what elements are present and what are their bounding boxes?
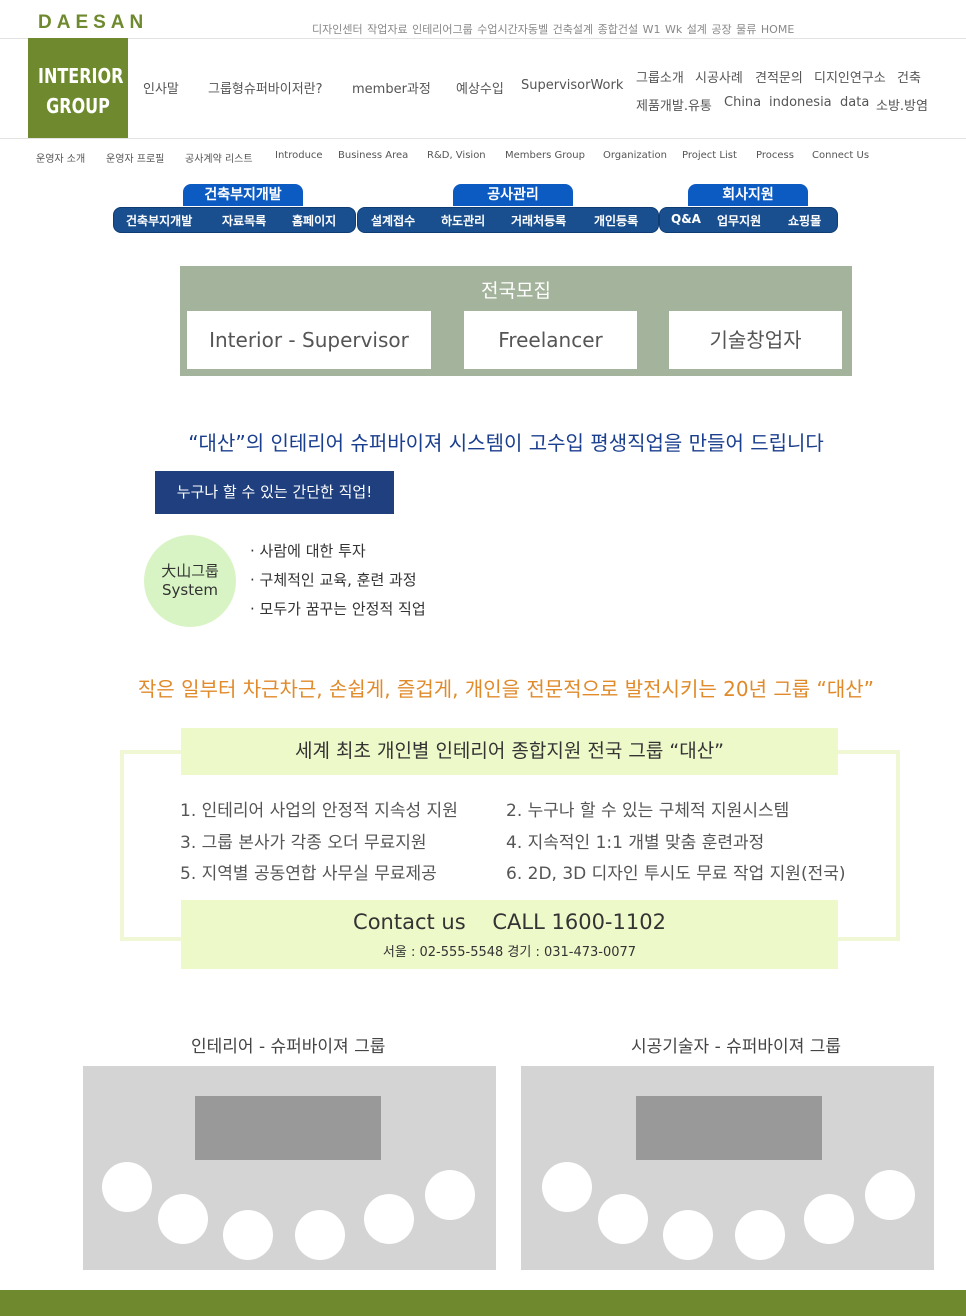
subnav-connect-us[interactable]: Connect Us [812, 150, 870, 161]
seat [598, 1194, 648, 1244]
nav-fire-proofing[interactable]: 소방.방염 [876, 99, 928, 114]
contact-box [181, 900, 838, 969]
group-title-technician: 시공기술자 - 슈퍼바이져 그룹 [631, 1037, 842, 1057]
subnav-operator-profile[interactable]: 운영자 프로필 [106, 154, 165, 165]
nav-indonesia[interactable]: indonesia [769, 95, 832, 110]
logo-line-2: GROUP [46, 94, 110, 118]
btn-work-support[interactable]: 업무지원 [717, 214, 762, 228]
support-item-1: 1. 인테리어 사업의 안정적 지속성 지원 [180, 801, 458, 821]
support-item-2: 2. 누구나 할 수 있는 구체적 지원시스템 [506, 801, 790, 821]
nav-china[interactable]: China [724, 95, 762, 110]
top-links-bar[interactable]: 디자인센터 작업자료 인테리어그룹 수업시간자동벨 건축설계 종합건설 W1 W… [312, 23, 795, 36]
btn-data-list[interactable]: 자료목록 [222, 214, 267, 228]
btn-design-receipt[interactable]: 설계접수 [371, 214, 416, 228]
subnav-members-group[interactable]: Members Group [505, 150, 585, 161]
seat [542, 1162, 592, 1212]
btn-qna[interactable]: Q&A [671, 212, 701, 226]
nav-group-supervisor[interactable]: 그룹형슈퍼바이저란? [208, 82, 323, 97]
btn-vendor-register[interactable]: 거래처등록 [511, 214, 567, 228]
btn-subcontract[interactable]: 하도관리 [441, 214, 486, 228]
group-row-construction [357, 207, 659, 233]
recruit-card-freelancer[interactable]: Freelancer [464, 311, 637, 369]
support-item-6: 6. 2D, 3D 디자인 투시도 무료 작업 지원(전국) [506, 864, 846, 884]
recruit-title: 전국모집 [481, 280, 551, 302]
seat [223, 1210, 273, 1260]
seat [102, 1162, 152, 1212]
seat [364, 1194, 414, 1244]
seat [735, 1210, 785, 1260]
easy-job-banner: 누구나 할 수 있는 간단한 직업! [155, 471, 394, 514]
contact-phones[interactable]: 서울 : 02-555-5548 경기 : 031-473-0077 [382, 945, 637, 960]
support-item-3: 3. 그룹 본사가 각종 오더 무료지원 [180, 833, 427, 853]
seat [295, 1210, 345, 1260]
group-panel-technician[interactable] [521, 1066, 934, 1270]
btn-homepage[interactable]: 홈페이지 [292, 214, 337, 228]
main-slogan: “대산”의 인테리어 슈퍼바이져 시스템이 고수입 평생직업을 만들어 드립니다 [188, 431, 824, 455]
system-circle: 大山그룹 System [144, 535, 236, 627]
btn-shopping-mall[interactable]: 쇼핑몰 [788, 214, 822, 228]
nav-divider [0, 138, 966, 139]
nav-company-intro[interactable]: 그룹소개 [636, 71, 684, 86]
header-divider [0, 38, 966, 39]
nav-product-dev[interactable]: 제품개발.유통 [636, 99, 712, 114]
subnav-project-list[interactable]: Project List [682, 150, 737, 161]
seat [804, 1194, 854, 1244]
group-panel-interior[interactable] [83, 1066, 496, 1270]
subnav-introduce[interactable]: Introduce [275, 150, 323, 161]
support-item-5: 5. 지역별 공동연합 사무실 무료제공 [180, 864, 437, 884]
group-head-company-support[interactable]: 회사지원 [688, 184, 808, 206]
group-title-interior: 인테리어 - 슈퍼바이져 그룹 [191, 1037, 386, 1057]
brand-wordmark[interactable]: DAESAN [38, 12, 149, 33]
bullet-education: · 구체적인 교육, 훈련 과정 [250, 571, 417, 589]
group-row-land-dev [113, 207, 356, 233]
seat [865, 1170, 915, 1220]
interior-group-logo[interactable]: INTERIOR GROUP [28, 38, 128, 138]
logo-line-1: INTERIOR [38, 64, 124, 88]
seat [158, 1194, 208, 1244]
seat [663, 1210, 713, 1260]
nav-member-course[interactable]: member과정 [352, 82, 431, 97]
orange-slogan: 작은 일부터 차근차근, 손쉽게, 즐겁게, 개인을 전문적으로 발전시키는 2… [137, 677, 875, 701]
system-circle-line-2: System [162, 581, 218, 599]
seat [425, 1170, 475, 1220]
nav-greeting[interactable]: 인사말 [143, 82, 179, 97]
support-item-4: 4. 지속적인 1:1 개별 맞춤 훈련과정 [506, 833, 765, 853]
group-head-construction[interactable]: 공사관리 [453, 184, 573, 206]
subnav-rnd-vision[interactable]: R&D, Vision [427, 150, 486, 161]
subnav-contract-list[interactable]: 공사계약 리스트 [185, 154, 253, 165]
nav-supervisor-work[interactable]: SupervisorWork [521, 78, 624, 93]
group-head-land-dev[interactable]: 건축부지개발 [183, 184, 303, 206]
btn-land-development[interactable]: 건축부지개발 [126, 214, 193, 228]
nav-construction-cases[interactable]: 시공사례 [695, 71, 743, 86]
nav-expected-income[interactable]: 예상수입 [456, 82, 504, 97]
subnav-operator-intro[interactable]: 운영자 소개 [36, 154, 86, 165]
group-row-company-support [659, 207, 838, 233]
system-circle-line-1: 大山그룹 [161, 562, 219, 580]
nav-estimate[interactable]: 견적문의 [755, 71, 803, 86]
recruit-card-interior-supervisor[interactable]: Interior - Supervisor [187, 311, 431, 369]
subnav-organization[interactable]: Organization [603, 150, 667, 161]
nav-design-lab[interactable]: 디지인연구소 [814, 71, 886, 86]
nav-data[interactable]: data [840, 95, 870, 110]
recruit-card-tech-startup[interactable]: 기술창업자 [669, 311, 842, 369]
nav-architecture[interactable]: 건축 [897, 71, 921, 86]
btn-personal-register[interactable]: 개인등록 [594, 214, 639, 228]
subnav-process[interactable]: Process [756, 150, 794, 161]
bullet-stable-job: · 모두가 꿈꾸는 안정적 직업 [250, 600, 426, 618]
bullet-invest-people: · 사람에 대한 투자 [250, 542, 366, 560]
support-title: 세계 최초 개인별 인테리어 종합지원 전국 그룹 “대산” [181, 728, 838, 775]
subnav-business-area[interactable]: Business Area [338, 150, 409, 161]
footer-bar [0, 1290, 966, 1316]
group-screen [195, 1096, 381, 1160]
group-screen [636, 1096, 822, 1160]
contact-call[interactable]: Contact us CALL 1600-1102 [353, 910, 666, 934]
